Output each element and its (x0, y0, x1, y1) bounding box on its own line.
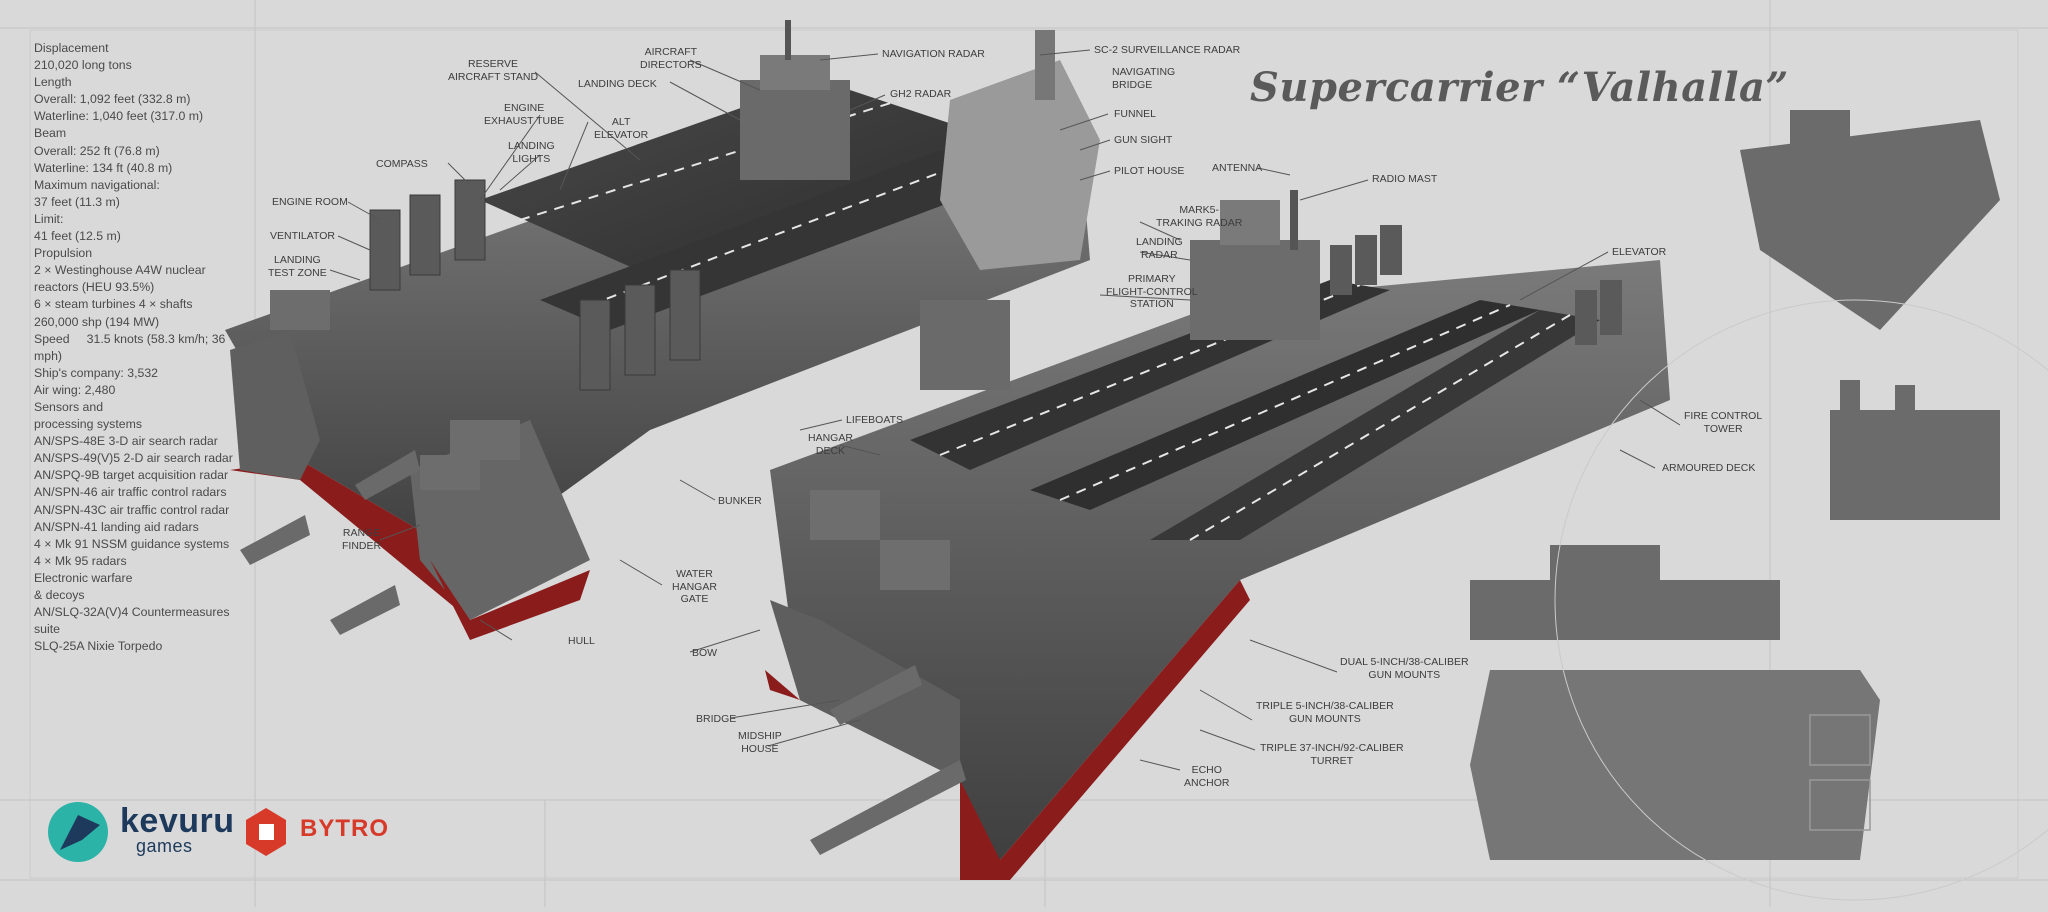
spec-line: 6 × steam turbines 4 × shafts (34, 297, 193, 312)
spec-line: AN/SPN-46 air traffic control radars (34, 485, 227, 500)
callout-gh2-radar: gH2 RADAR (890, 88, 952, 100)
callout-landing-lights: LANDING LIGHTS (508, 140, 555, 165)
spec-line: Air wing: 2,480 (34, 382, 116, 397)
spec-line: AN/SPS-49(V)5 2-D air search radar (34, 451, 233, 466)
spec-line: Propulsion (34, 246, 93, 261)
kevuru-logo-text: kevuru (120, 802, 235, 840)
callout-echo-anchor: ECHO ANCHOR (1184, 764, 1230, 789)
callout-engine-exhaust-tube: ENGINE EXHAUST TUBE (484, 102, 565, 127)
spec-line: 2 × Westinghouse A4W nuclear (34, 263, 206, 278)
callout-triple-turret: TRIPLE 37-inch/92-caliber TURRET (1260, 742, 1404, 767)
callout-radio-mast: RADIO MAST (1372, 173, 1438, 185)
spec-line: Limit: (34, 211, 64, 226)
spec-line: AN/SPQ-9B target acquisition radar (34, 468, 229, 483)
callout-hangar-deck: HANGAR DECK (808, 432, 853, 457)
callout-landing-radar: LANDING RADAR (1136, 236, 1183, 261)
callout-aircraft-directors: AIRCRAFT DIRECTORS (640, 46, 702, 71)
spec-line: AN/SPS-48E 3-D air search radar (34, 434, 218, 449)
callout-landing-test-zone: LANDING TEST ZONE (268, 254, 327, 279)
callout-pilot-house: PILOT HOUSE (1114, 165, 1185, 177)
spec-line: Electronic warfare (34, 570, 133, 585)
spec-line: & decoys (34, 588, 85, 602)
spec-line: processing systems (34, 417, 142, 432)
carrier-front (765, 190, 1670, 880)
spec-line: AN/SPN-43C air traffic control radar (34, 502, 230, 517)
callout-primary-flight-control: PRIMARY FLIGHT-CONTROL STATION (1106, 273, 1198, 310)
callout-funnel: FUNNEL (1114, 108, 1157, 120)
spec-line: reactors (HEU 93.5%) (34, 280, 155, 295)
callout-water-hangar-gate: WATER HANGAR GATE (672, 568, 717, 605)
spec-line: Waterline: 1,040 feet (317.0 m) (34, 109, 204, 124)
bytro-logo-mark (246, 808, 286, 856)
callout-armoured-deck: ARMOURED DECK (1662, 462, 1756, 474)
spec-line: 4 × Mk 95 radars (34, 553, 127, 568)
spec-line: suite (34, 622, 60, 637)
callout-lifeboats: LIFEBOATS (846, 414, 903, 426)
spec-line: 260,000 shp (194 MW) (34, 314, 160, 329)
orthographic-views (1470, 110, 2048, 901)
callout-navigation-radar: NAVIGATION RADAR (882, 48, 985, 60)
callout-navigating-bridge: NAVIGATING BRIDGE (1112, 66, 1176, 91)
spec-line: Waterline: 134 ft (40.8 m) (34, 160, 173, 175)
spec-list: Displacement 210,020 long tons Length Ov… (34, 40, 254, 655)
spec-line: Speed 31.5 knots (58.3 km/h; 36 (34, 331, 226, 346)
spec-line: 4 × Mk 91 NSSM guidance systems (34, 536, 230, 551)
spec-line: Maximum navigational: (34, 177, 160, 192)
callout-alt-elevator: ALT ELEVATOR (594, 116, 649, 141)
callout-leaders (329, 49, 1681, 771)
small-boats (240, 450, 966, 855)
callout-mark5-radar: MARK5- TRAKING RADAR (1156, 204, 1243, 229)
callout-reserve-aircraft-stand: RESERVE AIRCRAFT STAND (448, 58, 539, 83)
callout-engine-room: ENGINE ROOM (272, 196, 348, 208)
spec-line: Displacement (34, 41, 109, 55)
callout-antenna: ANTENNA (1212, 162, 1263, 174)
callout-elevator: ELEVATOR (1612, 246, 1667, 258)
callout-range-finder: RANGE FINDER (342, 527, 382, 552)
callout-compass: COMPASS (376, 158, 428, 170)
spec-line: Overall: 252 ft (76.8 m) (34, 143, 160, 158)
callout-bunker: BUNKER (718, 495, 762, 507)
callout-ventilator: VENTILATOR (270, 230, 335, 242)
kevuru-logo-mark (48, 802, 108, 862)
spec-line: mph) (34, 348, 63, 363)
page-title: Supercarrier “Valhalla” (1250, 64, 1789, 111)
callout-triple-gun-mounts: TRIPLE 5-inch/38-caliber GUN MOUNTS (1256, 700, 1394, 725)
callout-landing-deck: LANDING DECK (578, 78, 657, 90)
callout-gun-sight: GUN SIGHT (1114, 134, 1173, 146)
spec-line: Overall: 1,092 feet (332.8 m) (34, 92, 191, 107)
spec-line: 41 feet (12.5 m) (34, 229, 121, 244)
callout-bow: BOW (692, 647, 718, 659)
spec-line: AN/SLQ-32A(V)4 Countermeasures (34, 605, 230, 620)
callout-fire-control-tower: FIRE CONTROL TOWER (1684, 410, 1763, 435)
spec-line: Ship's company: 3,532 (34, 365, 159, 380)
bytro-logo-text: BYTRO (300, 815, 389, 842)
spec-line: SLQ-25A Nixie Torpedo (34, 639, 163, 654)
callout-bridge: BRIDGE (696, 713, 737, 725)
spec-line: Length (34, 75, 72, 90)
callout-sc2-radar: SC-2 SURVEILLANCE RADAR (1094, 44, 1241, 56)
spec-line: AN/SPN-41 landing aid radars (34, 519, 199, 534)
spec-line: Beam (34, 126, 67, 141)
callout-midship-house: MIDSHIP HOUSE (738, 730, 782, 755)
callout-dual-gun-mounts: DUAL 5-INCH/38-CALIBER GUN MOUNTS (1340, 656, 1469, 681)
callout-hull: HULL (568, 635, 595, 647)
spec-line: 37 feet (11.3 m) (34, 194, 120, 209)
carrier-rear (225, 20, 1100, 640)
spec-line: Sensors and (34, 399, 104, 414)
spec-line: 210,020 long tons (34, 58, 132, 73)
kevuru-logo-subtext: games (136, 836, 193, 856)
